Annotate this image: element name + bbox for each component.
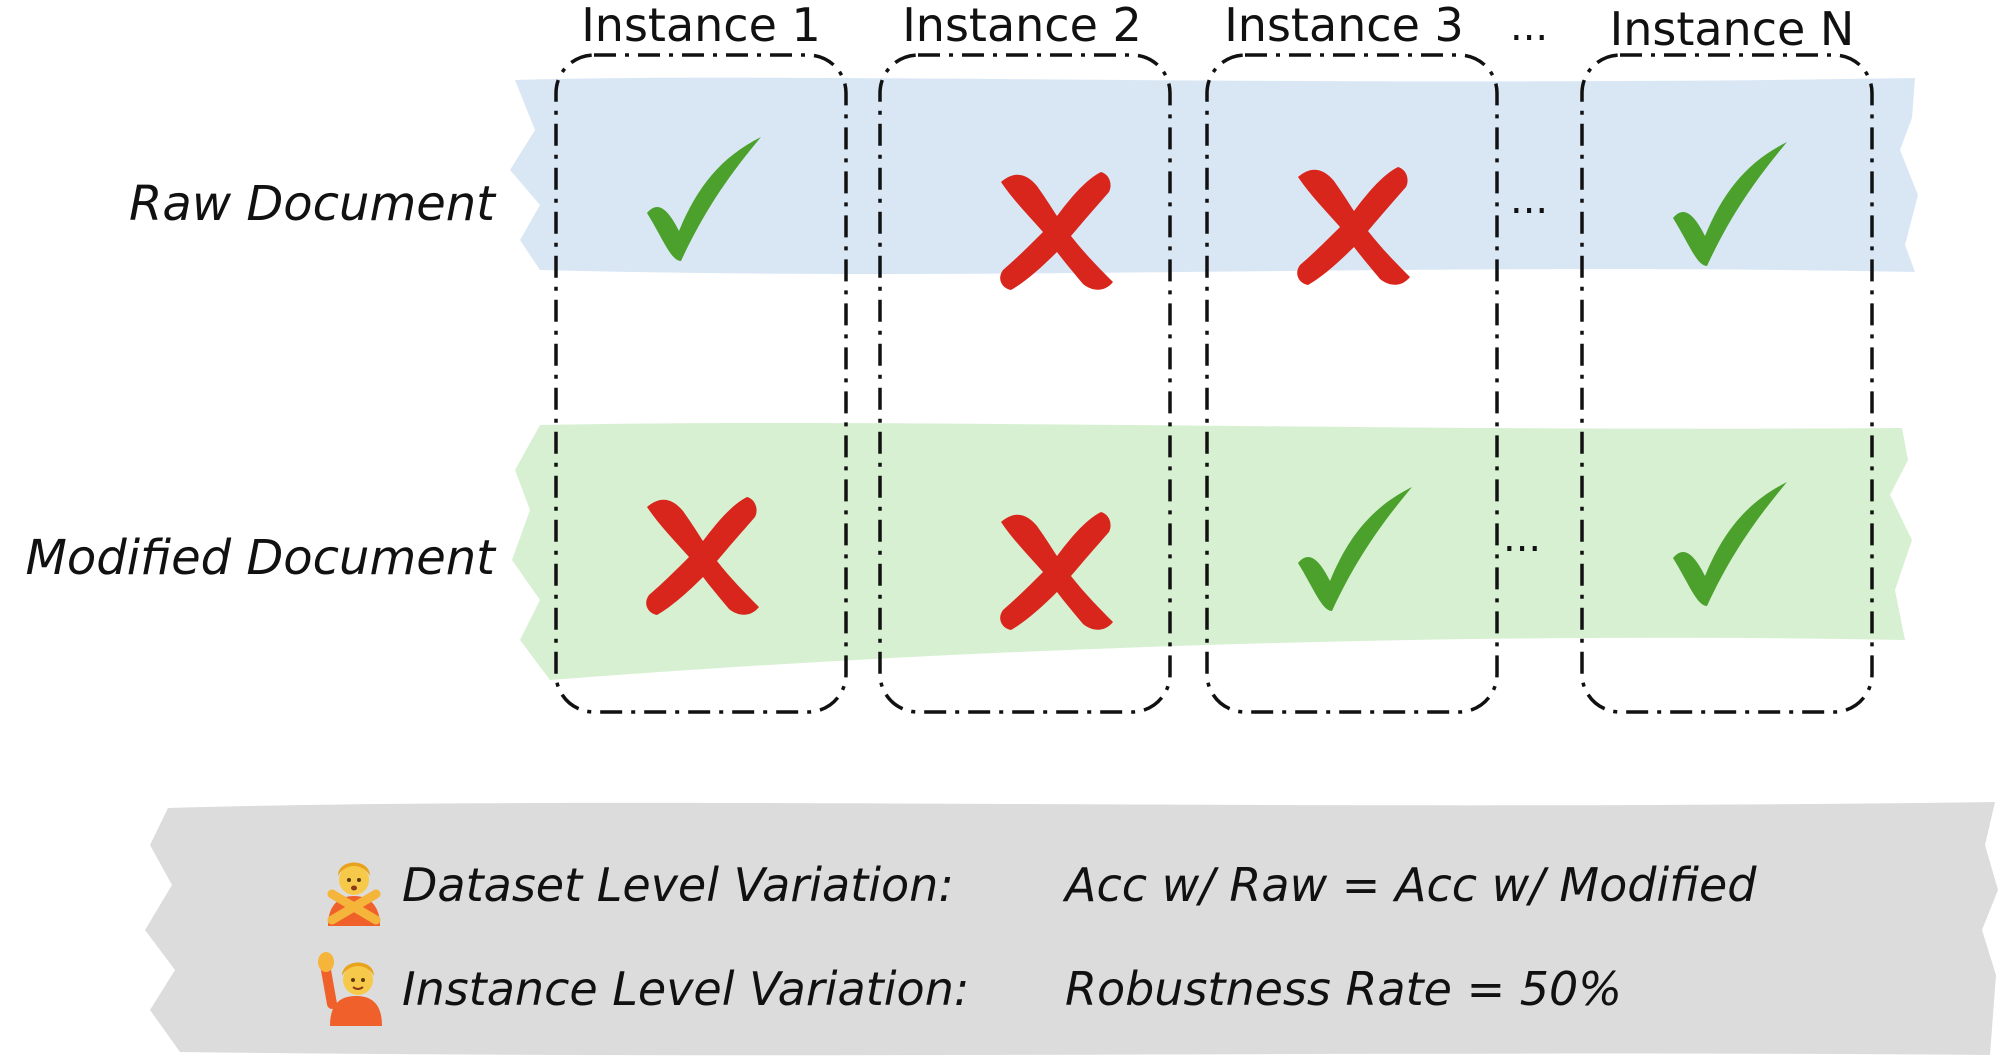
summary-band [145, 802, 1998, 1056]
instance-column-outline-3 [1205, 53, 1499, 714]
check-icon-row2-col3 [1298, 487, 1412, 611]
dataset-level-variation-label: Dataset Level Variation: [402, 858, 954, 912]
dataset-level-variation-value: Acc w/ Raw = Acc w/ Modified [1065, 858, 1757, 912]
instance-column-outline-1 [554, 53, 848, 714]
cross-icon-row1-col2 [1000, 172, 1113, 290]
cross-icon-row1-col3 [1297, 167, 1410, 285]
check-icon-row2-col4 [1673, 482, 1787, 606]
check-icon-row1-col4 [1673, 142, 1787, 266]
modified-row-ellipsis: ... [1503, 515, 1542, 561]
column-header-instance-n: Instance N [1609, 2, 1855, 56]
column-header-instance-2: Instance 2 [902, 0, 1142, 52]
instance-column-outline-2 [878, 53, 1172, 714]
cross-icon-row2-col1 [646, 497, 759, 615]
check-icon-row1-col1 [647, 137, 761, 261]
row-label-raw-document: Raw Document [129, 176, 495, 232]
instance-column-outline-4 [1580, 53, 1874, 714]
person-raising-hand-icon [318, 952, 382, 1026]
raw-document-band [510, 77, 1918, 274]
row-label-modified-document: Modified Document [25, 530, 495, 586]
column-header-instance-1: Instance 1 [581, 0, 821, 52]
cross-icon-row2-col2 [1000, 512, 1113, 630]
modified-document-band [512, 423, 1912, 680]
raw-row-ellipsis: ... [1510, 177, 1549, 223]
column-ellipsis: ... [1510, 4, 1549, 50]
instance-level-variation-label: Instance Level Variation: [402, 962, 970, 1016]
person-gesturing-no-icon [327, 862, 381, 926]
instance-level-variation-value: Robustness Rate = 50% [1065, 962, 1622, 1016]
column-header-instance-3: Instance 3 [1224, 0, 1464, 52]
